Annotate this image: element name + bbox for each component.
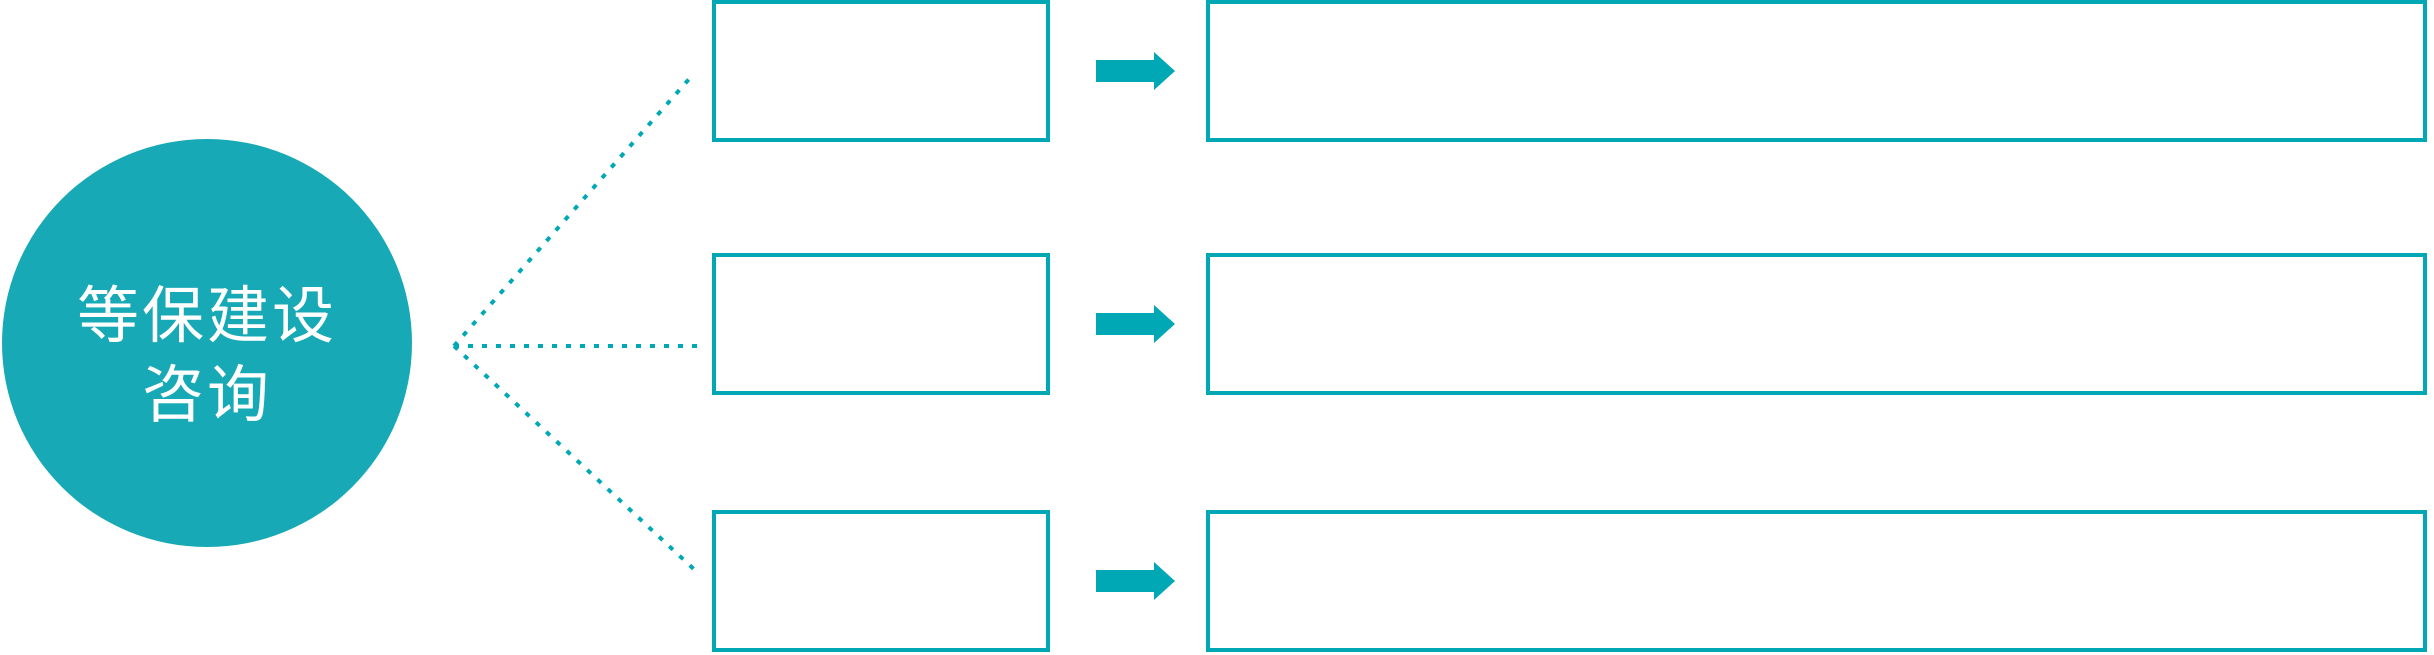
detail-box-1 <box>1206 0 2427 142</box>
arrow-right-icon <box>1096 52 1175 90</box>
arrow-right-icon <box>1096 562 1175 600</box>
dotted-connector-bottom <box>452 344 700 575</box>
dotted-connector-top <box>452 76 692 348</box>
arrow-head <box>1154 52 1175 90</box>
root-node-label-line1: 等保建设 <box>76 281 337 351</box>
arrow-body <box>1096 570 1154 592</box>
root-node-label-line2: 咨询 <box>141 361 272 430</box>
root-node-circle: 等保建设 咨询 <box>2 139 412 547</box>
step-box-2 <box>712 253 1050 395</box>
arrow-body <box>1096 313 1154 335</box>
step-box-1 <box>712 0 1050 142</box>
step-box-3 <box>712 510 1050 652</box>
detail-box-3 <box>1206 510 2427 652</box>
arrow-head <box>1154 562 1175 600</box>
detail-box-2 <box>1206 253 2427 395</box>
arrow-head <box>1154 305 1175 343</box>
arrow-right-icon <box>1096 305 1175 343</box>
arrow-body <box>1096 60 1154 82</box>
